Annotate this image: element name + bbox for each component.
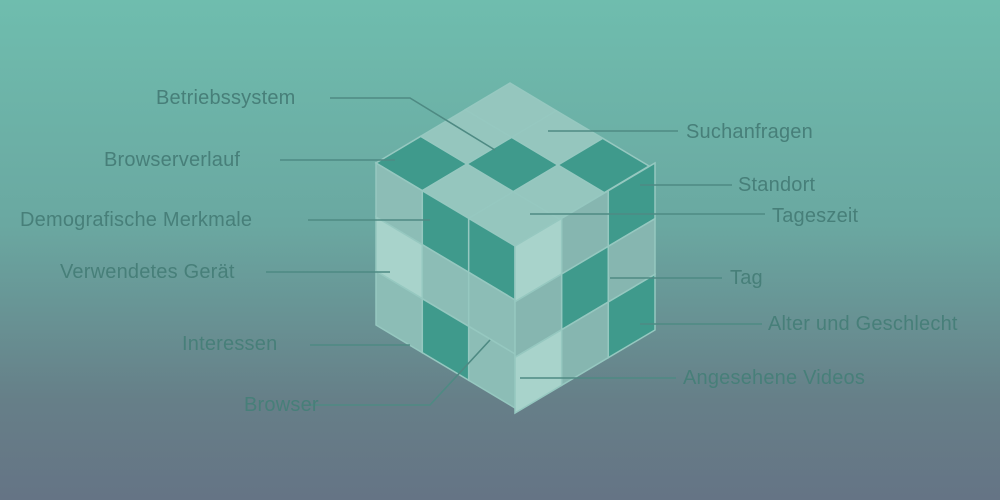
label-demografische-merkmale: Demografische Merkmale <box>20 209 253 231</box>
cube-graphic <box>374 82 656 415</box>
label-browserverlauf: Browserverlauf <box>104 149 241 171</box>
leader-line <box>310 339 491 406</box>
label-suchanfragen: Suchanfragen <box>686 121 813 143</box>
label-interessen: Interessen <box>182 333 278 355</box>
leader-lines <box>266 97 765 406</box>
label-betriebssystem: Betriebssystem <box>156 87 296 109</box>
label-verwendetes-geraet: Verwendetes Gerät <box>60 261 235 283</box>
cube-right-tile <box>607 272 656 360</box>
label-browser: Browser <box>244 394 319 416</box>
label-tag: Tag <box>730 267 763 289</box>
label-tageszeit: Tageszeit <box>772 205 859 227</box>
label-angesehene-videos: Angesehene Videos <box>683 367 866 389</box>
label-standort: Standort <box>738 174 816 196</box>
label-alter-und-geschlecht: Alter und Geschlecht <box>768 313 958 335</box>
leader-line <box>330 97 496 151</box>
